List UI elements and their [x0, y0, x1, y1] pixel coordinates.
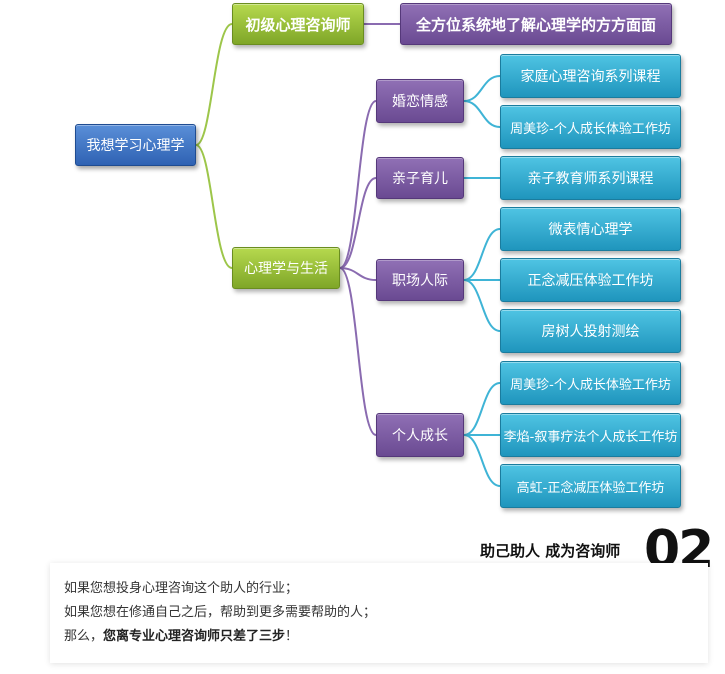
leaf-parenting-course: 亲子教育师系列课程 [500, 156, 681, 200]
mind-map: 我想学习心理学 初级心理咨询师 心理学与生活 全方位系统地了解心理学的方方面面 … [75, 3, 681, 508]
branch-psychology-and-life: 心理学与生活 [232, 247, 340, 289]
leaf-zhou-growth-workshop: 周美珍-个人成长体验工作坊 [500, 105, 681, 149]
connector-life-to-parenting [339, 177, 377, 269]
connector-workplace-leaf-1 [463, 228, 501, 281]
branch-junior-counselor: 初级心理咨询师 [232, 3, 364, 45]
leaf-family-counseling: 家庭心理咨询系列课程 [500, 54, 681, 98]
connector-workplace-leaf-3 [463, 279, 501, 332]
intro-line-3: 那么，您离专业心理咨询师只差了三步！ [64, 625, 694, 649]
intro-line-3-suffix: ！ [285, 629, 299, 644]
topic-parenting: 亲子育儿 [376, 157, 464, 199]
connector-life-to-workplace [339, 267, 377, 281]
topic-growth: 个人成长 [376, 413, 464, 457]
intro-card: 如果您想投身心理咨询这个助人的行业； 如果您想在修通自己之后，帮助到更多需要帮助… [50, 563, 708, 663]
connector-lines [195, 23, 501, 487]
connector-growth-leaf-3 [463, 434, 501, 487]
connector-growth-leaf-1 [463, 382, 501, 436]
leaf-mindfulness-workshop: 正念减压体验工作坊 [500, 258, 681, 302]
intro-line-3-prefix: 那么， [64, 629, 104, 644]
leaf-overview: 全方位系统地了解心理学的方方面面 [400, 3, 672, 45]
intro-line-2: 如果您想在修通自己之后，帮助到更多需要帮助的人； [64, 605, 377, 620]
intro-line-3-emphasis: 您离专业心理咨询师只差了三步 [103, 629, 286, 644]
section-title: 助己助人 成为咨询师 [480, 542, 621, 560]
leaf-gao-mindfulness-workshop: 高虹-正念减压体验工作坊 [500, 464, 681, 508]
intro-line-1: 如果您想投身心理咨询这个助人的行业； [64, 581, 299, 596]
connector-life-to-love [339, 100, 377, 269]
connector-love-leaf-1 [463, 75, 501, 102]
topic-love: 婚恋情感 [376, 79, 464, 123]
connector-life-to-growth [339, 267, 377, 436]
topic-workplace: 职场人际 [376, 259, 464, 301]
leaf-micro-expression: 微表情心理学 [500, 207, 681, 251]
leaf-zhou-growth-workshop-2: 周美珍-个人成长体验工作坊 [500, 361, 681, 405]
root-node: 我想学习心理学 [75, 124, 196, 166]
leaf-htp-test: 房树人投射测绘 [500, 309, 681, 353]
connector-root-to-life [195, 144, 233, 269]
leaf-li-narrative-workshop: 李焰-叙事疗法个人成长工作坊 [500, 413, 681, 457]
connector-root-to-counselor [195, 23, 233, 146]
connector-love-leaf-2 [463, 100, 501, 128]
